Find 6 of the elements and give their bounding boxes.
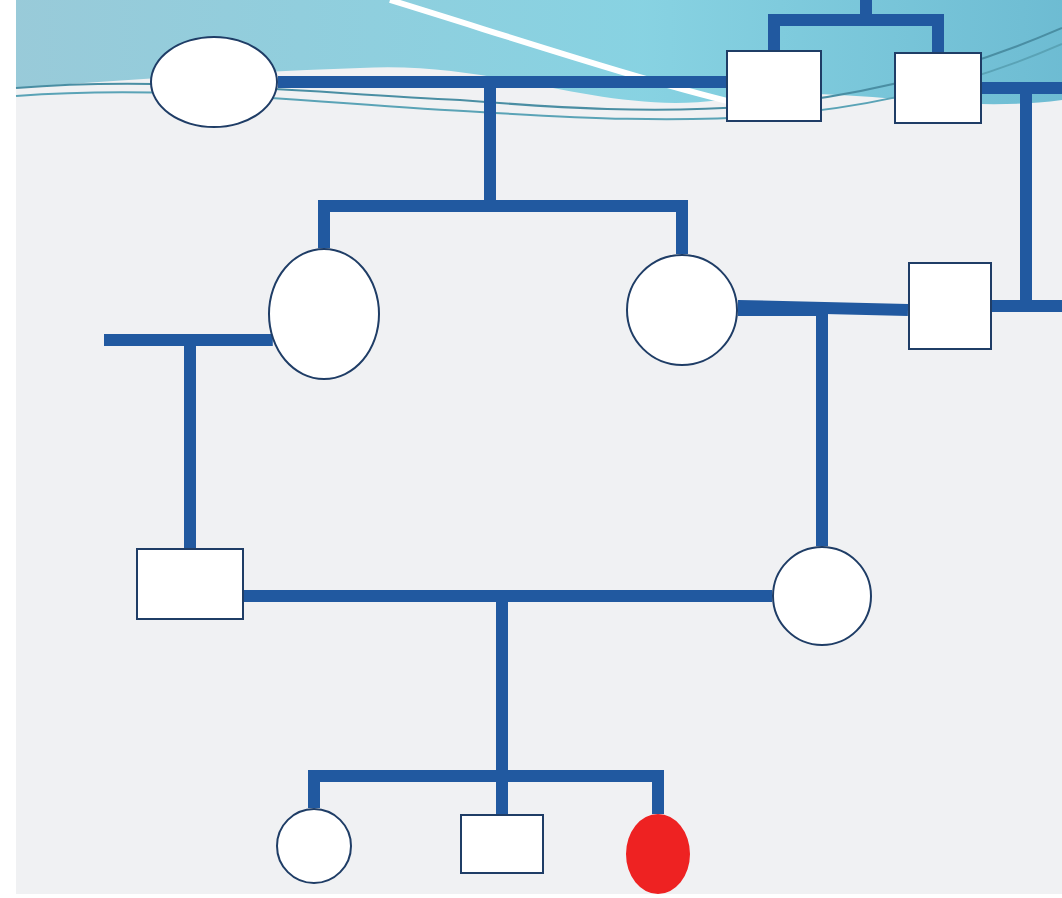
square-symbol [894, 52, 982, 124]
pedigree-line [737, 300, 909, 316]
square-symbol [908, 262, 992, 350]
square-symbol [136, 548, 244, 620]
square-symbol [460, 814, 544, 874]
square-symbol [726, 50, 822, 122]
